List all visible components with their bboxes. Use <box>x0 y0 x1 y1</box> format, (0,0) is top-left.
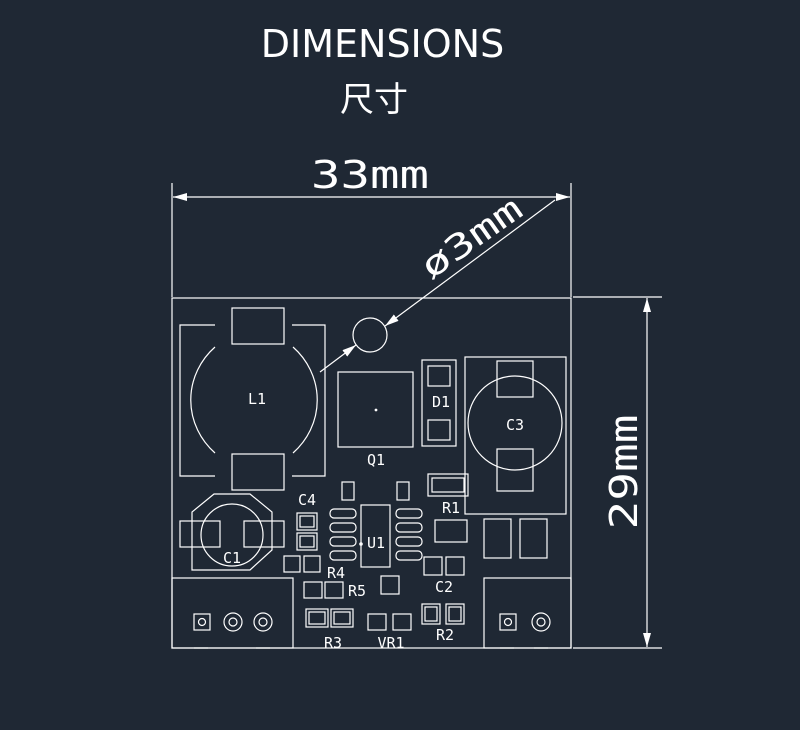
vr1-pad-2 <box>392 613 412 631</box>
label-r5: R5 <box>348 582 366 600</box>
r1-bottom-pad <box>434 519 468 543</box>
label-d1: D1 <box>432 393 450 411</box>
hole-leader-inner <box>319 344 357 373</box>
height-label: 29mm <box>602 415 646 530</box>
connector-right <box>483 577 572 649</box>
label-l1: L1 <box>248 390 266 408</box>
vr1-pad-1 <box>367 613 387 631</box>
r4-pad-1 <box>283 555 301 573</box>
pad-right-1 <box>483 518 512 559</box>
q1-body <box>337 371 414 448</box>
c2-pad-1 <box>423 556 443 576</box>
board-outline <box>171 297 572 649</box>
label-c2: C2 <box>435 578 453 596</box>
label-q1: Q1 <box>367 451 385 469</box>
ic-u1 <box>329 504 423 568</box>
connector-left <box>171 577 294 649</box>
marker-1 <box>341 481 355 501</box>
r4-pad-2 <box>303 555 321 573</box>
label-c4: C4 <box>298 491 316 509</box>
label-r3: R3 <box>324 634 342 652</box>
r3-pad-1 <box>305 608 329 628</box>
r1-top-pad <box>427 473 469 497</box>
marker-2 <box>396 481 410 501</box>
page-title: DIMENSIONS <box>260 22 505 66</box>
label-c1: C1 <box>223 549 241 567</box>
inductor-l1 <box>179 307 326 491</box>
label-r4: R4 <box>327 564 345 582</box>
capacitor-c1 <box>179 493 285 571</box>
r5-pad-2 <box>324 581 344 599</box>
hole-label: ø3mm <box>413 189 530 288</box>
label-r1: R1 <box>442 499 460 517</box>
pad-right-2 <box>519 518 548 559</box>
r3-pad-2 <box>330 608 354 628</box>
page-subtitle: 尺寸 <box>340 80 408 120</box>
center-pad <box>380 575 400 595</box>
r2-pad-1 <box>421 603 441 625</box>
label-u1: U1 <box>367 534 385 552</box>
r5-pad-1 <box>303 581 323 599</box>
label-r2: R2 <box>436 626 454 644</box>
label-c3: C3 <box>506 416 524 434</box>
c2-pad-2 <box>445 556 465 576</box>
d1-body <box>421 359 457 447</box>
c4-pad-1 <box>296 512 318 531</box>
mounting-hole <box>352 317 388 353</box>
r2-pad-2 <box>445 603 465 625</box>
capacitor-c3 <box>464 356 567 515</box>
hole-leader <box>384 199 556 327</box>
c4-pad-2 <box>296 532 318 551</box>
label-vr1: VR1 <box>377 634 404 652</box>
width-label: 33mm <box>311 153 429 197</box>
